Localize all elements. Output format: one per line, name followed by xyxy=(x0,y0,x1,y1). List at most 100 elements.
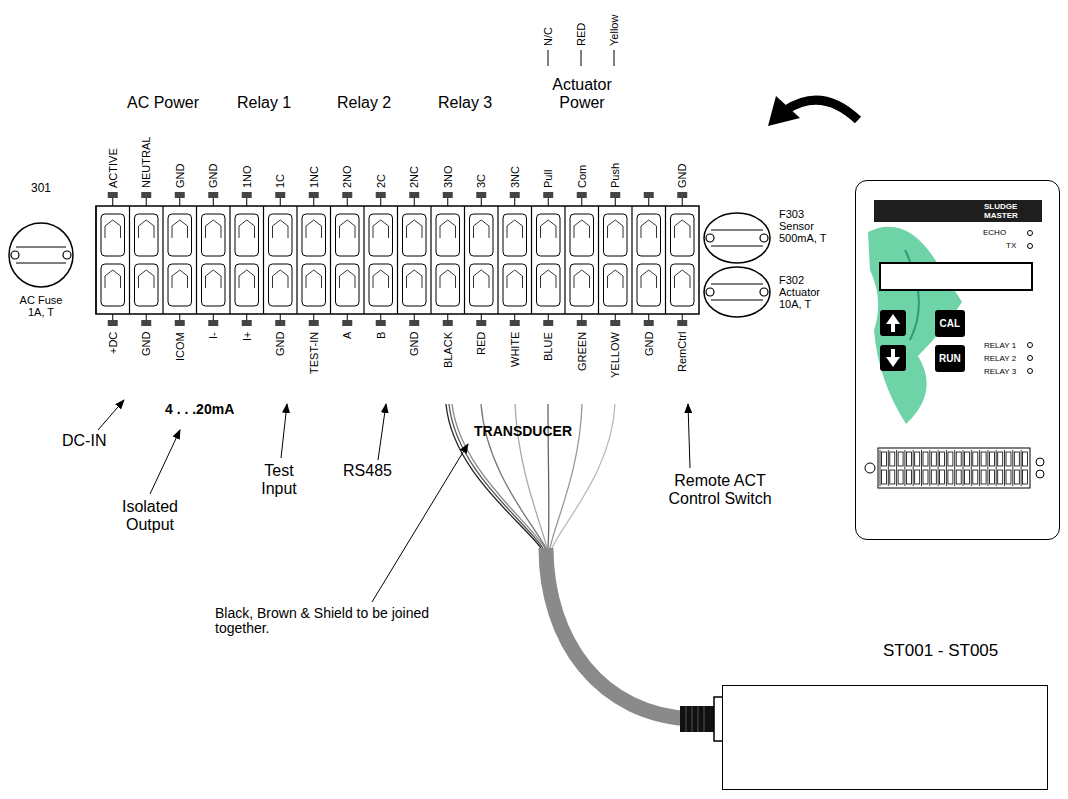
bottom-pin-lead xyxy=(682,314,683,320)
pin-label: 2NC xyxy=(408,166,420,188)
mini-clamp xyxy=(1023,470,1028,484)
mini-clamp xyxy=(923,470,928,484)
screw-clamp xyxy=(403,214,427,256)
screw-clamp xyxy=(537,264,561,306)
logo-band xyxy=(874,200,1042,222)
mini-divider xyxy=(987,450,988,486)
pin-label: GND xyxy=(174,164,186,188)
note-label: Test Input xyxy=(249,462,309,497)
bottom-pin-lead xyxy=(414,314,415,320)
bottom-pin-lead xyxy=(548,314,549,320)
bottom-pin xyxy=(376,320,386,326)
pin-label: +DC xyxy=(107,332,119,354)
mini-clamp xyxy=(890,470,895,484)
rotate-arrowhead xyxy=(768,96,800,126)
clamp-detail xyxy=(440,220,456,238)
screw-clamp xyxy=(135,264,159,306)
clamp-detail xyxy=(474,220,490,238)
pin-label: GND xyxy=(676,164,688,188)
clamp-detail xyxy=(172,270,188,288)
mini-clamp xyxy=(998,452,1003,466)
clamp-detail xyxy=(172,220,188,238)
fuse-outline xyxy=(703,212,771,264)
mini-divider xyxy=(938,450,939,486)
node-text: ECHO xyxy=(983,229,1006,238)
display-window xyxy=(880,263,1032,290)
top-pin-lead xyxy=(246,198,247,206)
screw-clamp xyxy=(570,214,594,256)
screw-clamp xyxy=(503,264,527,306)
screw-clamp xyxy=(101,264,125,306)
clamp-detail xyxy=(440,270,456,288)
top-pin xyxy=(409,192,419,198)
top-pin-lead xyxy=(280,198,281,206)
terminal-divider xyxy=(464,206,465,314)
top-pin xyxy=(510,192,520,198)
screw-clamp xyxy=(436,214,460,256)
clamp-detail xyxy=(574,220,590,238)
clamp-detail xyxy=(306,220,322,238)
screw-clamp xyxy=(470,264,494,306)
node-text: AC Fuse 1A, T xyxy=(15,294,67,318)
screw-clamp xyxy=(637,214,661,256)
screw-clamp xyxy=(503,214,527,256)
mini-divider xyxy=(888,450,889,486)
down-arrow xyxy=(886,349,900,367)
bottom-pin xyxy=(543,320,553,326)
mini-clamp xyxy=(931,452,936,466)
bottom-pin xyxy=(208,320,218,326)
screw-clamp xyxy=(168,214,192,256)
fuse-clip xyxy=(760,288,768,296)
terminal-divider xyxy=(330,206,331,314)
fuse-holder: 301AC Fuse 1A, T xyxy=(8,222,74,288)
pin-label: RED xyxy=(575,23,587,46)
bottom-pin xyxy=(677,320,687,326)
mini-clamp xyxy=(1014,470,1019,484)
terminal-divider xyxy=(497,206,498,314)
group-heading: AC Power xyxy=(127,94,199,112)
mini-clamp xyxy=(890,452,895,466)
pin-label: GND xyxy=(274,332,286,356)
mini-divider xyxy=(979,450,980,486)
note-label: Remote ACT Control Switch xyxy=(658,472,783,507)
cable-gland xyxy=(680,706,716,732)
bottom-pin xyxy=(141,320,151,326)
note-label: Actuator Power xyxy=(542,76,622,111)
top-pin-lead xyxy=(447,198,448,206)
fuse-outline xyxy=(703,266,771,318)
mini-fuse xyxy=(865,463,875,473)
fuse-clip xyxy=(706,288,714,296)
note-label: RS485 xyxy=(343,462,392,480)
clamp-detail xyxy=(541,270,557,288)
clamp-detail xyxy=(474,270,490,288)
bottom-pin-lead xyxy=(514,314,515,320)
mini-clamp xyxy=(973,452,978,466)
screw-clamp xyxy=(470,214,494,256)
fuse-clip xyxy=(760,234,768,242)
node-text: CAL xyxy=(940,318,961,329)
fuse-ring xyxy=(704,213,770,263)
pin-label: GREEN xyxy=(576,332,588,371)
mini-clamp xyxy=(965,452,970,466)
mini-clamp xyxy=(981,470,986,484)
transducer-wires xyxy=(446,404,615,548)
clamp-detail xyxy=(407,220,423,238)
terminal-divider xyxy=(263,206,264,314)
clamp-detail xyxy=(239,220,255,238)
mini-divider xyxy=(921,450,922,486)
bottom-pin xyxy=(476,320,486,326)
mini-divider xyxy=(913,450,914,486)
screw-clamp xyxy=(604,264,628,306)
clamp-detail xyxy=(541,220,557,238)
node-text: 301 xyxy=(31,182,51,195)
mini-clamp xyxy=(956,452,961,466)
pin-label: 3NO xyxy=(442,165,454,188)
mini-terminal-strip xyxy=(878,448,1030,488)
pin-label: Com xyxy=(576,165,588,188)
pin-label: 3C xyxy=(475,174,487,188)
mini-divider xyxy=(963,450,964,486)
clamp-detail xyxy=(105,270,121,288)
terminal-divider xyxy=(196,206,197,314)
clamp-detail xyxy=(641,270,657,288)
